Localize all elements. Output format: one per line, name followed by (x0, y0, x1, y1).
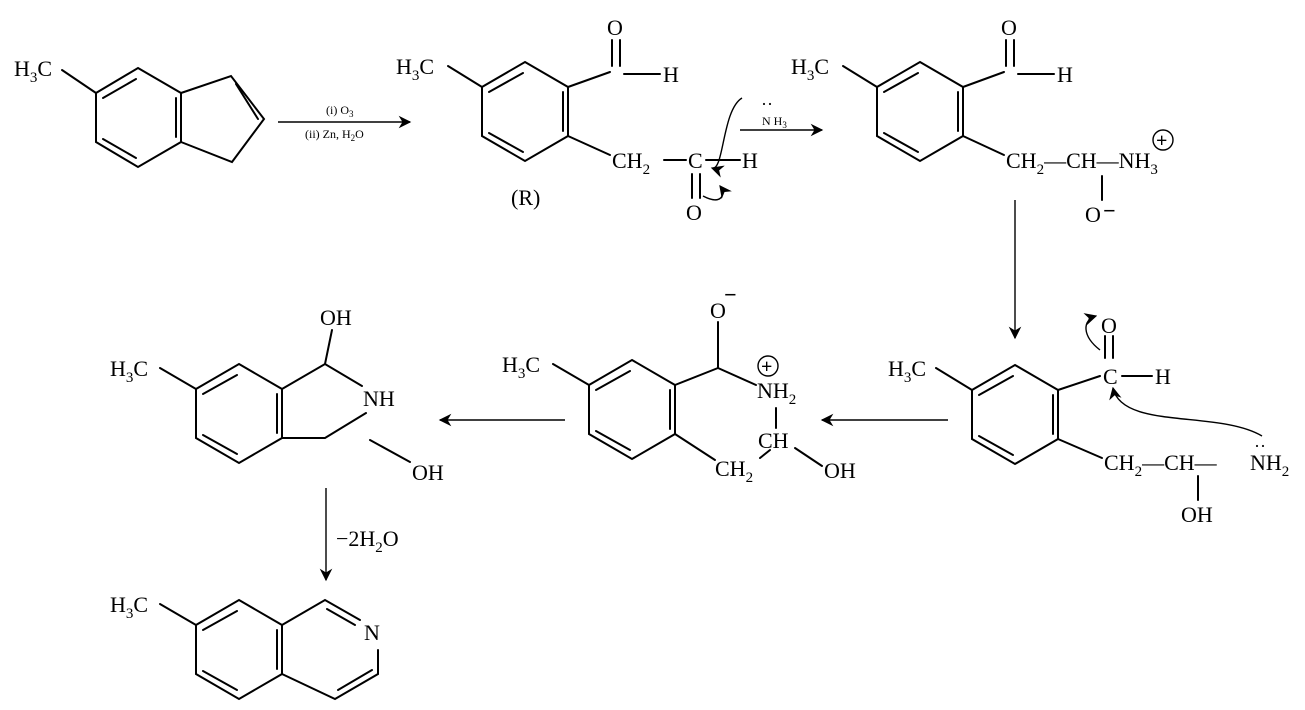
ammonia-attack: ·· N H3 (710, 94, 824, 178)
carbonyl-hydrogen: H (742, 148, 758, 173)
positive-charge-icon (1152, 129, 1174, 151)
carbonyl-carbon: C (688, 148, 703, 173)
positive-charge: + (761, 356, 772, 378)
side-chain: CH2—CH— (1104, 450, 1218, 480)
dehydration-label: −2H2O (336, 526, 399, 556)
compound-tetrahydroisoquinoline-diol: H3C OH NH OH (110, 305, 444, 485)
dehydration-arrow: −2H2O (319, 488, 399, 582)
compound-cyclic-zwitterion: H3C O − NH2 + CH CH2 OH (502, 282, 856, 486)
methyl-label: H3C (791, 54, 829, 84)
lone-pair: ·· (1254, 436, 1266, 456)
hydroxyl-label: OH (1181, 502, 1213, 527)
electron-push-arrow (1083, 313, 1101, 351)
ozonolysis-arrow: (i) O3 (ii) Zn, H2O (278, 103, 412, 143)
methyl-label: H3C (502, 352, 540, 382)
ring-nh: NH (363, 386, 395, 411)
methyl-label: H3C (14, 56, 52, 86)
alkoxide-oxygen: O (710, 298, 726, 323)
methyl-label: H3C (110, 356, 148, 386)
compound-methylindene: H3C (14, 56, 266, 169)
hydroxyl-label: OH (824, 458, 856, 483)
compound-methylisoquinoline: H3C N (110, 592, 380, 701)
reagent-ammonia: N H3 (762, 114, 787, 130)
aldehyde-carbon: C (1103, 364, 1118, 389)
side-chain: CH2—CH—NH3 (1006, 148, 1158, 178)
methylene-label: CH2 (612, 148, 650, 178)
negative-charge: − (724, 282, 737, 307)
compound-dialdehyde-r: H3C O H CH2 C H O (R) (396, 15, 758, 225)
positive-charge: + (1156, 130, 1167, 152)
carbonyl-oxygen: O (686, 200, 702, 225)
compound-label-r: (R) (511, 185, 540, 210)
ammonium-group: NH2 (757, 378, 796, 408)
ring-ch2: CH2 (715, 456, 753, 486)
aldehyde-hydrogen: H (1057, 62, 1073, 87)
methyl-label: H3C (110, 592, 148, 622)
aldehyde-oxygen: O (1101, 313, 1117, 338)
compound-alkoxide-intermediate: H3C O H CH2—CH—NH3 + O − (791, 15, 1174, 227)
aldehyde-oxygen: O (1001, 15, 1017, 40)
methyl-label: H3C (888, 356, 926, 386)
ring-ch: CH (758, 428, 789, 453)
methyl-label: H3C (396, 54, 434, 84)
hydroxyl-top: OH (320, 305, 352, 330)
hydroxyl-bottom: OH (412, 460, 444, 485)
aldehyde-hydrogen: H (1155, 364, 1171, 389)
reagent-ozone: (i) O3 (326, 103, 354, 119)
nucleophilic-attack-arrow (710, 97, 743, 178)
positive-charge-icon (757, 355, 779, 377)
negative-charge: − (1103, 198, 1116, 223)
ring-nitrogen: N (364, 620, 380, 645)
aldehyde-hydrogen: H (663, 62, 679, 87)
electron-push-arrow (702, 184, 732, 201)
reagent-zinc-water: (ii) Zn, H2O (305, 127, 364, 143)
alkoxide-oxygen: O (1085, 202, 1101, 227)
nucleophilic-attack-arrow (1109, 386, 1263, 437)
compound-amino-alcohol: H3C C O H CH2—CH— NH2 ·· OH (888, 313, 1289, 527)
amine-group: NH2 (1250, 450, 1289, 480)
aldehyde-oxygen: O (607, 15, 623, 40)
lone-pair: ·· (761, 94, 773, 114)
